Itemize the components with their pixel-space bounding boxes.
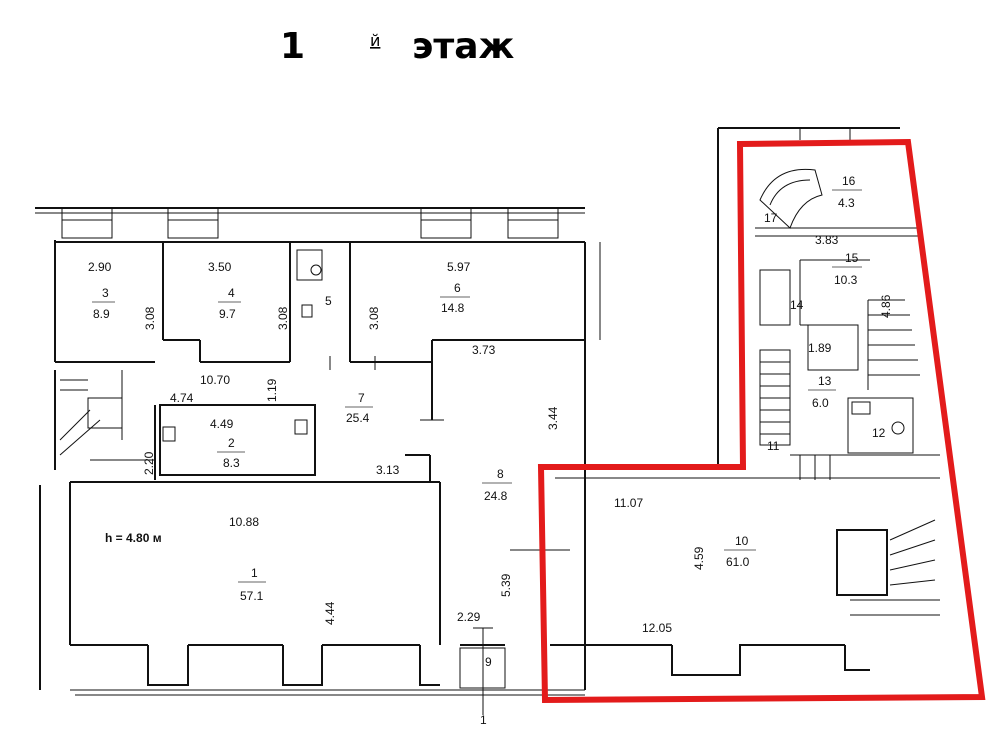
floor-number: 1 bbox=[280, 26, 305, 67]
dimension-label: 3.50 bbox=[208, 260, 232, 274]
dimension-label: 1.19 bbox=[265, 378, 279, 402]
room-area: 4.3 bbox=[838, 196, 855, 210]
dimension-label: 3.44 bbox=[546, 406, 560, 430]
dimension-label: 12.05 bbox=[642, 621, 672, 635]
room-1-label: 1 57.1 bbox=[238, 566, 266, 603]
room-13-label: 13 6.0 bbox=[808, 374, 836, 410]
leased-area-outline bbox=[537, 138, 986, 704]
room-11-label: 11 bbox=[767, 439, 780, 453]
room-number: 1 bbox=[251, 566, 258, 580]
section-mark: 1 bbox=[480, 713, 487, 727]
room-8-label: 8 24.8 bbox=[482, 467, 512, 503]
room-number: 17 bbox=[764, 211, 778, 225]
room-10-label: 10 61.0 bbox=[724, 534, 756, 569]
room-2-label: 2 8.3 bbox=[217, 436, 245, 470]
dimension-label: 4.44 bbox=[323, 601, 337, 625]
room-number: 4 bbox=[228, 286, 235, 300]
room-16-label: 16 4.3 bbox=[832, 174, 862, 210]
room-area: 14.8 bbox=[441, 301, 465, 315]
room-number: 15 bbox=[845, 251, 859, 265]
room-12-label: 12 bbox=[872, 426, 886, 440]
dimension-label: 2.90 bbox=[88, 260, 112, 274]
dimension-label: 2.20 bbox=[142, 451, 156, 475]
room-number: 13 bbox=[818, 374, 832, 388]
dimension-label: 10.88 bbox=[229, 515, 259, 529]
room-number: 2 bbox=[228, 436, 235, 450]
room-number: 12 bbox=[872, 426, 886, 440]
room-area: 9.7 bbox=[219, 307, 236, 321]
ceiling-height: h = 4.80 м bbox=[105, 531, 162, 545]
dimension-label: 4.59 bbox=[692, 546, 706, 570]
floor-word: этаж bbox=[412, 26, 514, 67]
dimension-label: 3.08 bbox=[276, 306, 290, 330]
room-area: 61.0 bbox=[726, 555, 750, 569]
room-number: 16 bbox=[842, 174, 856, 188]
dimension-label: 4.86 bbox=[879, 294, 893, 318]
room-area: 10.3 bbox=[834, 273, 858, 287]
room-3-label: 3 8.9 bbox=[92, 286, 115, 321]
dimension-label: 4.49 bbox=[210, 417, 234, 431]
dimension-label: 11.07 bbox=[614, 496, 643, 510]
room-number: 10 bbox=[735, 534, 749, 548]
right-wing-outline bbox=[550, 127, 940, 676]
dimension-label: 10.70 bbox=[200, 373, 230, 387]
room-number: 7 bbox=[358, 391, 365, 405]
room-17-label: 17 bbox=[764, 211, 778, 225]
dimension-label: 3.08 bbox=[143, 306, 157, 330]
room-number: 3 bbox=[102, 286, 109, 300]
dimension-label: 3.73 bbox=[472, 343, 496, 357]
floor-suffix: й bbox=[370, 31, 380, 50]
room-area: 8.3 bbox=[223, 456, 240, 470]
building-outline bbox=[35, 207, 601, 696]
dimension-label: 1.89 bbox=[808, 341, 832, 355]
room-15-label: 15 10.3 bbox=[832, 251, 862, 287]
room-number: 9 bbox=[485, 655, 492, 669]
dimension-labels: 2.90 3.08 3.50 3.08 5.97 3.08 3.73 3.44 … bbox=[88, 233, 893, 635]
room-5-label: 5 bbox=[325, 294, 332, 308]
room-number: 6 bbox=[454, 281, 461, 295]
dimension-label: 3.83 bbox=[815, 233, 839, 247]
dimension-label: 3.08 bbox=[367, 306, 381, 330]
dimension-label: 2.29 bbox=[457, 610, 481, 624]
room-area: 57.1 bbox=[240, 589, 264, 603]
room-area: 25.4 bbox=[346, 411, 370, 425]
dimension-label: 5.97 bbox=[447, 260, 471, 274]
room-area: 24.8 bbox=[484, 489, 508, 503]
room-area: 8.9 bbox=[93, 307, 110, 321]
room-9-label: 9 bbox=[485, 655, 492, 669]
room-number: 5 bbox=[325, 294, 332, 308]
dimension-label: 5.39 bbox=[499, 573, 513, 597]
room-number: 8 bbox=[497, 467, 504, 481]
dimension-label: 4.74 bbox=[170, 391, 194, 405]
room-14-label: 14 bbox=[790, 298, 804, 312]
room-area: 6.0 bbox=[812, 396, 829, 410]
room-number: 14 bbox=[790, 298, 804, 312]
dimension-label: 3.13 bbox=[376, 463, 400, 477]
room-7-label: 7 25.4 bbox=[345, 391, 373, 425]
room-number: 11 bbox=[767, 439, 780, 453]
room-4-label: 4 9.7 bbox=[218, 286, 241, 321]
room-6-label: 6 14.8 bbox=[440, 281, 470, 315]
